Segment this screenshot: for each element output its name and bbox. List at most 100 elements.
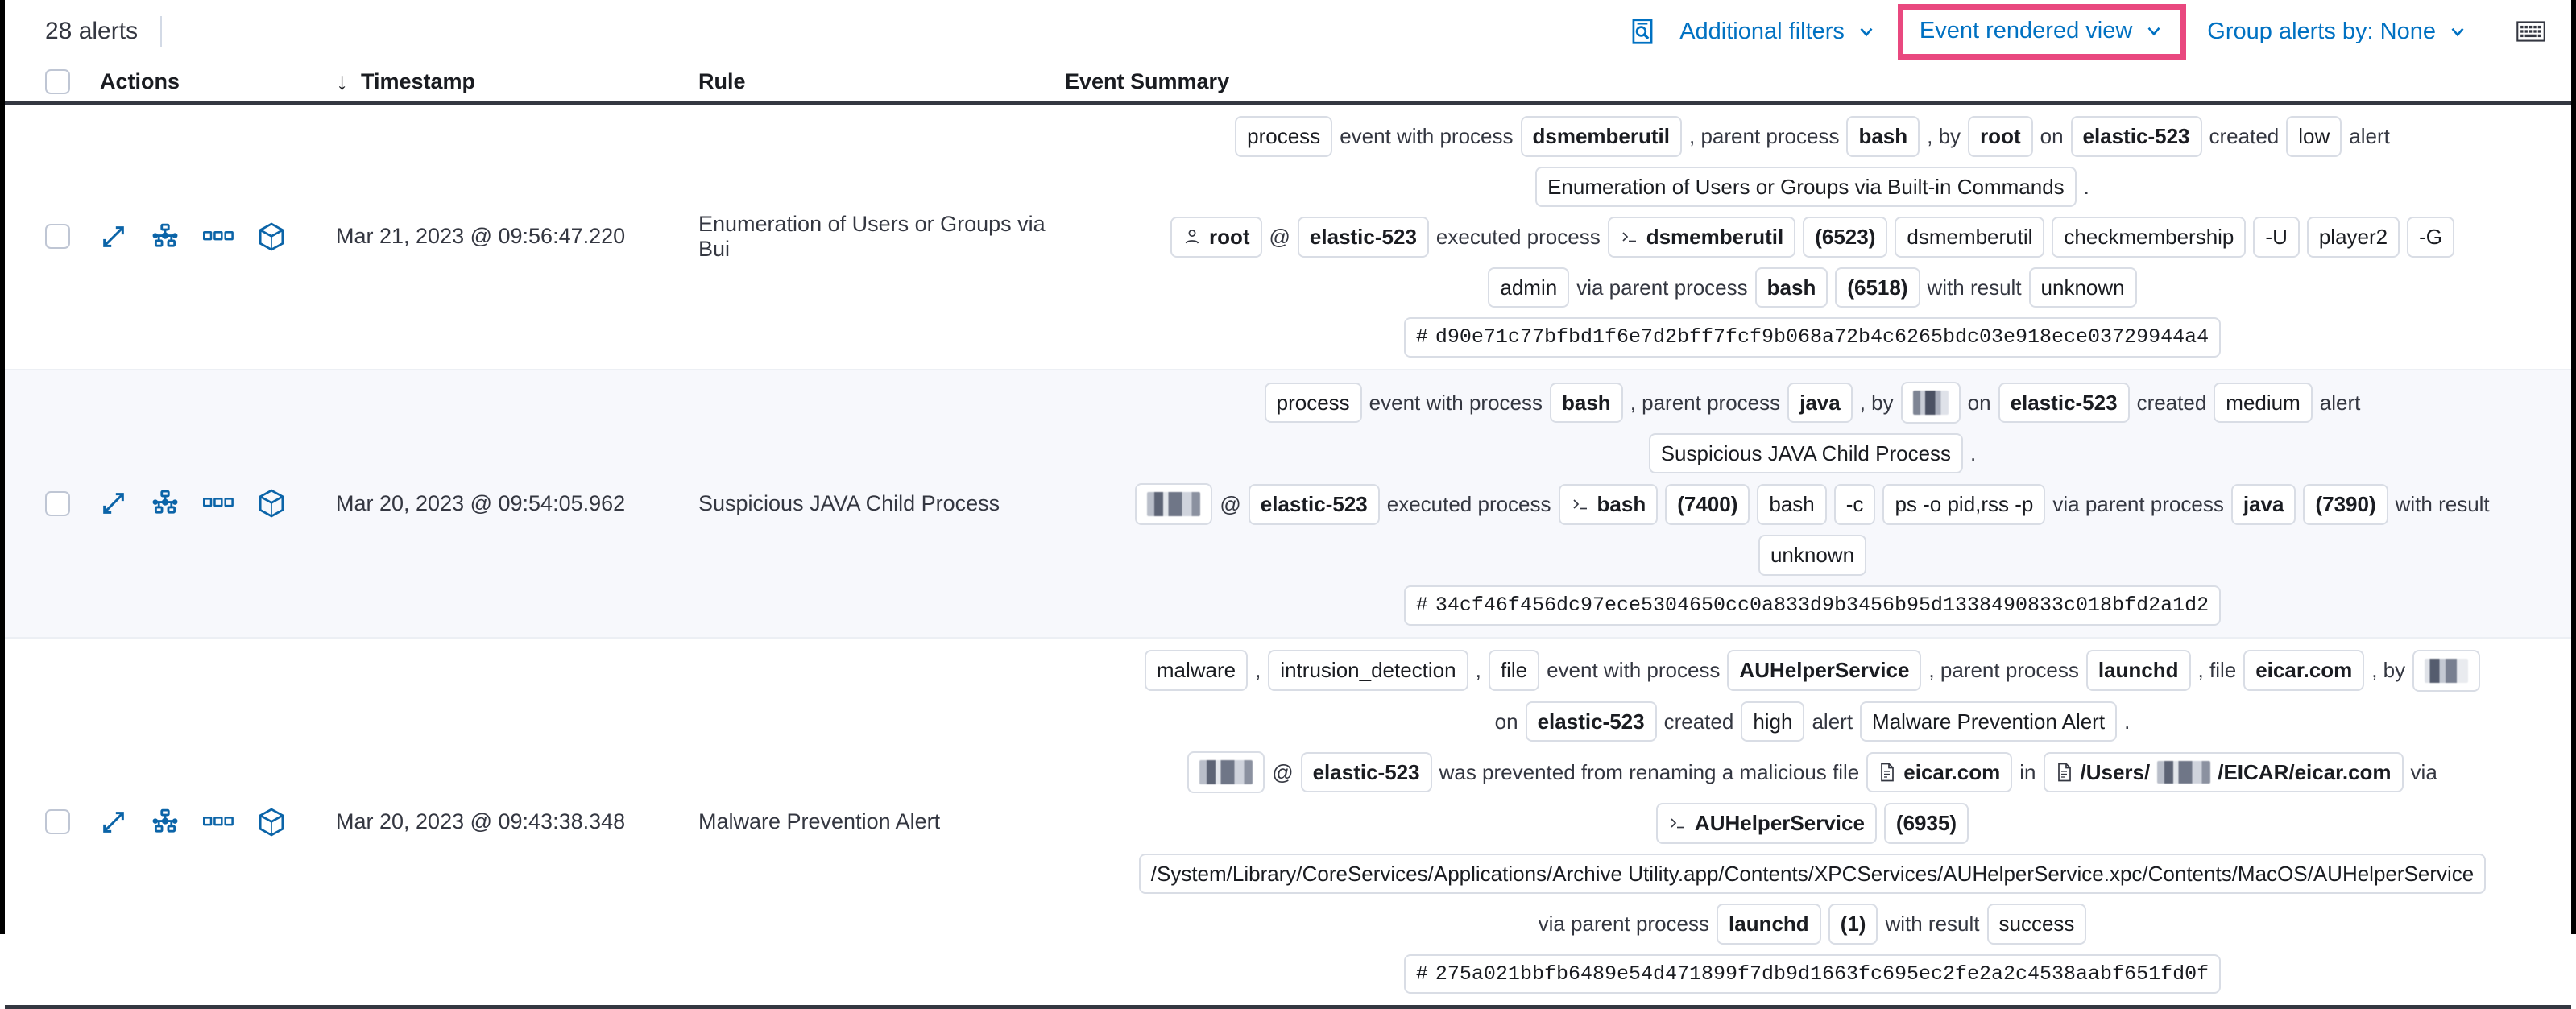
redacted-chip[interactable] [1900,381,1961,424]
field-chip[interactable]: elastic-523 [1998,382,2130,424]
field-chip[interactable]: eicar.com [1866,751,2013,793]
row-select-checkbox[interactable] [45,224,70,250]
row-select-checkbox[interactable] [45,490,70,516]
field-chip[interactable]: (1) [1828,904,1878,945]
field-chip[interactable]: high [1741,701,1805,742]
field-chip[interactable]: process [1264,382,1362,424]
expand-icon-button[interactable] [100,223,127,250]
more-actions-icon-button[interactable] [203,816,234,829]
expand-icon-button[interactable] [100,490,127,517]
redacted-chip[interactable] [1187,751,1265,794]
field-chip[interactable]: java [2230,484,2296,525]
console-icon [1572,499,1587,510]
field-chip[interactable]: root [1170,217,1262,258]
event-rendered-view-button[interactable]: Event rendered view [1916,18,2168,44]
chip-label: admin [1500,275,1558,300]
summary-text: via parent process [1576,275,1748,300]
field-chip[interactable]: (6518) [1835,267,1920,308]
field-chip[interactable]: intrusion_detection [1268,650,1468,691]
keyboard-icon[interactable] [2507,7,2555,56]
redacted-chip[interactable] [2412,649,2481,692]
session-view-icon-button[interactable] [258,807,285,837]
field-chip[interactable]: bash [1757,484,1827,525]
field-chip[interactable]: eicar.com [2243,650,2365,691]
field-chip[interactable]: Malware Prevention Alert [1860,701,2118,742]
field-chip[interactable]: unknown [2028,267,2137,308]
column-header-actions[interactable]: Actions [100,69,180,93]
row-select-checkbox[interactable] [45,809,70,834]
field-chip[interactable]: malware [1144,650,1249,691]
field-chip[interactable]: file [1488,650,1540,691]
field-chip[interactable]: Enumeration of Users or Groups via Built… [1535,166,2077,208]
field-chip[interactable]: /System/Library/CoreServices/Application… [1138,853,2487,895]
field-chip[interactable]: -U [2253,217,2300,258]
summary-text: was prevented from renaming a malicious … [1439,759,1860,784]
session-view-icon-button[interactable] [258,489,285,518]
chip-label: eicar.com [1903,759,2001,784]
field-chip[interactable]: (7390) [2303,484,2388,525]
field-chip[interactable]: Suspicious JAVA Child Process [1648,432,1964,474]
field-chip[interactable]: launchd [2085,650,2191,691]
field-chip[interactable]: java [1787,382,1853,424]
field-chip[interactable]: checkmembership [2052,217,2247,258]
inspect-icon[interactable] [1620,9,1665,54]
field-chip[interactable]: (7400) [1665,484,1750,525]
additional-filters-button[interactable]: Additional filters [1665,12,1891,52]
chip-label: (6523) [1815,225,1876,250]
hash-chip[interactable]: #275a021bbfb6489e54d471899f7db9d1663fc69… [1403,953,2222,995]
field-chip[interactable]: dsmemberutil [1895,217,2045,258]
field-chip[interactable]: player2 [2306,217,2400,258]
field-chip[interactable]: -G [2407,217,2455,258]
field-chip[interactable]: elastic-523 [1525,701,1657,742]
chip-label: eicar.com [2255,658,2353,683]
expand-icon-button[interactable] [100,808,127,836]
field-chip[interactable]: elastic-523 [1248,484,1380,525]
column-header-timestamp[interactable]: ↓ Timestamp [336,69,698,94]
file-icon [1881,763,1895,782]
group-alerts-by-button[interactable]: Group alerts by: None [2193,12,2483,52]
redacted-chip[interactable] [1135,483,1213,526]
more-actions-icon-button[interactable] [203,497,234,510]
select-all-checkbox[interactable] [45,69,70,94]
analyzer-icon-button[interactable] [151,223,179,250]
analyzer-icon-button[interactable] [151,808,179,836]
field-chip[interactable]: -c [1833,484,1876,525]
field-chip[interactable]: medium [2214,382,2313,424]
field-chip[interactable]: AUHelperService [1727,650,1922,691]
field-chip[interactable]: (6523) [1803,217,1888,258]
field-chip[interactable]: elastic-523 [2070,116,2202,157]
field-chip[interactable]: bash [1754,267,1828,308]
column-header-rule[interactable]: Rule [698,69,746,93]
field-chip[interactable]: dsmemberutil [1520,116,1683,157]
field-chip[interactable]: admin [1488,267,1570,308]
field-chip[interactable]: success [1986,904,2087,945]
field-chip[interactable]: unknown [1758,535,1867,577]
field-chip[interactable]: launchd [1717,904,1821,945]
summary-text: on [1967,390,1991,415]
session-view-icon-button[interactable] [258,222,285,251]
field-chip[interactable]: dsmemberutil [1607,217,1796,258]
field-chip[interactable]: low [2286,116,2342,157]
hash-chip[interactable]: #d90e71c77bfbd1f6e7d2bff7fcf9b068a72b4c6… [1403,317,2222,358]
field-chip[interactable]: /Users//EICAR/eicar.com [2043,751,2404,793]
hash-chip[interactable]: #34cf46f456dc97ece5304650cc0a833d9b3456b… [1403,585,2222,626]
field-chip[interactable]: (6935) [1883,803,1969,844]
analyzer-icon-button[interactable] [151,490,179,517]
field-chip[interactable]: elastic-523 [1297,217,1429,258]
column-header-event-summary[interactable]: Event Summary [1065,69,1230,93]
field-chip[interactable]: bash [1558,484,1659,525]
field-chip[interactable]: root [1968,116,2033,157]
field-chip[interactable]: ps -o pid,rss -p [1882,484,2046,525]
field-chip[interactable]: bash [1846,116,1920,157]
field-chip[interactable]: AUHelperService [1655,803,1877,844]
chip-label: bash [1597,492,1646,517]
more-actions-icon-button[interactable] [203,230,234,243]
field-chip[interactable]: process [1235,116,1333,157]
field-chip[interactable]: elastic-523 [1300,751,1432,793]
field-chip[interactable]: bash [1550,382,1623,424]
